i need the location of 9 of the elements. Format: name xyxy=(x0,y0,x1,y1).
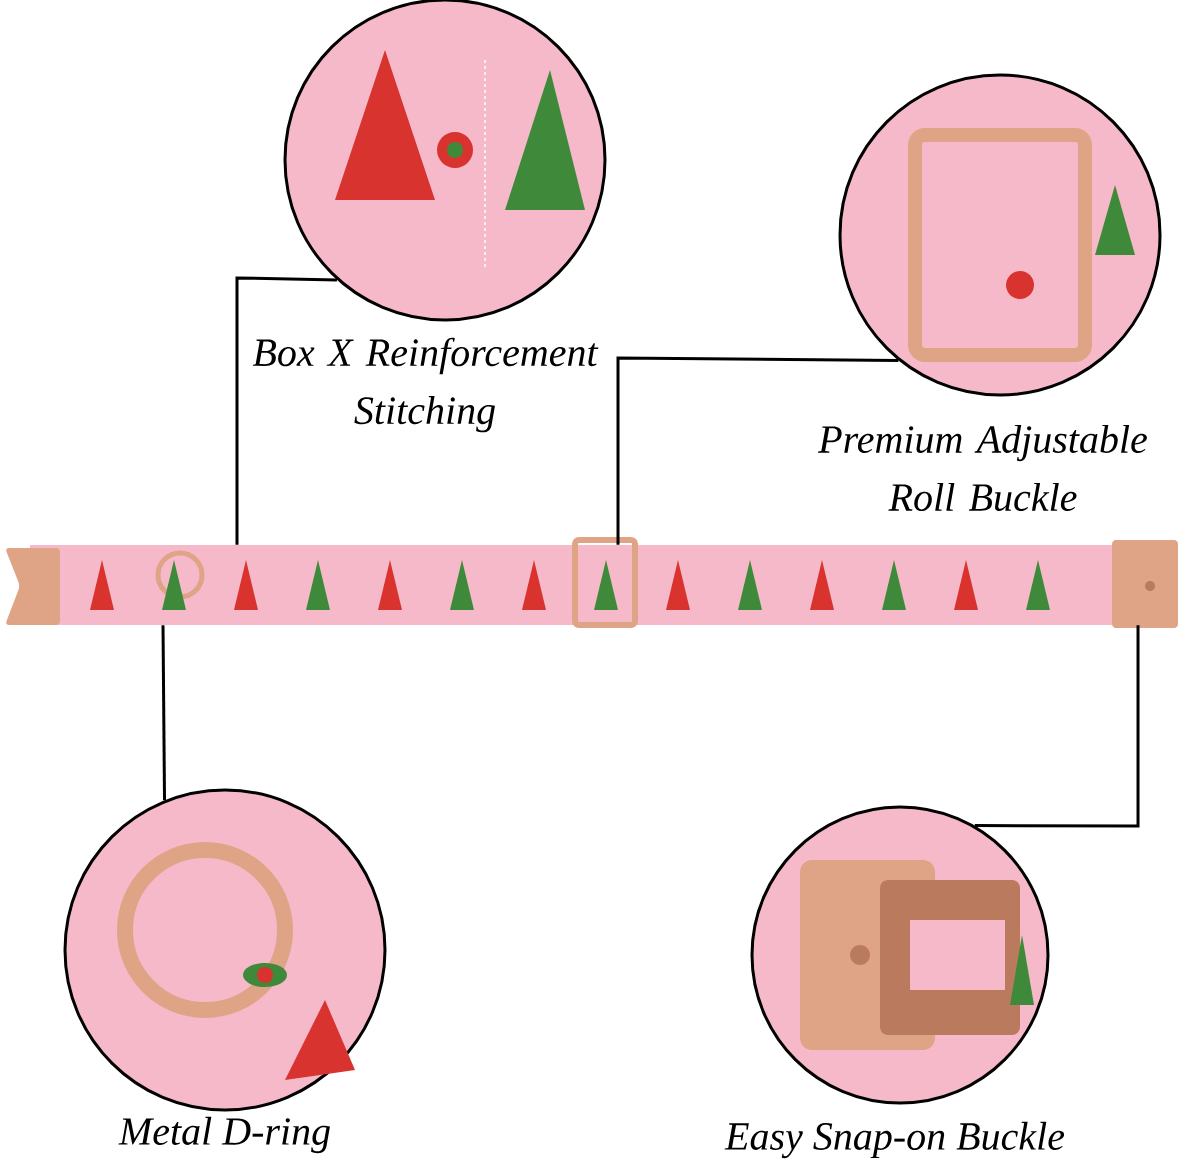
caption-text: Metal D-ring xyxy=(118,1116,330,1154)
leader-line xyxy=(616,356,899,545)
caption-text: Premium Adjustable Roll Buckle xyxy=(818,424,1147,512)
leader-line xyxy=(235,276,337,545)
leader-line xyxy=(161,625,166,801)
collar-drawing xyxy=(6,537,1178,628)
caption-text: Box X Reinforcement Stitching xyxy=(252,337,599,433)
caption-text: Easy Snap-on Buckle xyxy=(724,1121,1065,1159)
leader-line xyxy=(974,625,1140,828)
